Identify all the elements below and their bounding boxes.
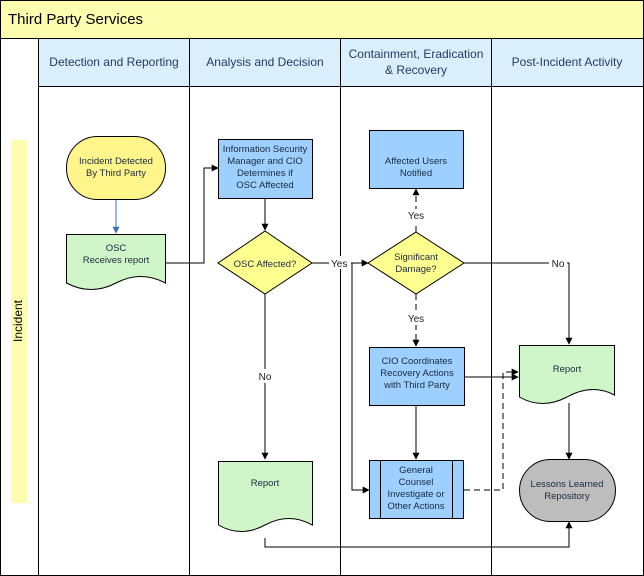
- edge-label-yes-recovery: Yes: [408, 314, 424, 325]
- diagram-title: Third Party Services: [8, 11, 143, 28]
- lane-title-detection: Detection and Reporting: [49, 55, 178, 69]
- lane-header-analysis: [189, 38, 341, 87]
- node-osc-report: [66, 234, 166, 290]
- node-report-post: [519, 345, 615, 404]
- node-iso-cio: [218, 139, 313, 199]
- node-lessons-learned: [519, 459, 616, 522]
- edge-label-bg: [405, 209, 427, 222]
- node-significant-damage: [367, 231, 465, 295]
- node-osc-affected: [217, 230, 313, 295]
- edge-label-no-damage: No: [552, 259, 565, 270]
- lane-title-post-incident: Post-Incident Activity: [512, 55, 623, 69]
- node-report-post-label: Report: [553, 364, 582, 375]
- lane-headers: Detection and Reporting Analysis and Dec…: [38, 38, 644, 87]
- node-cio-coordinates: [369, 347, 465, 406]
- node-report-analysis: [218, 461, 313, 532]
- node-report-analysis-label: Report: [251, 478, 280, 489]
- node-osc-affected-label: OSC Affected?: [234, 259, 297, 270]
- node-affected-users: [369, 130, 464, 189]
- edge-osc-to-iso: [165, 164, 219, 264]
- lane-title-analysis: Analysis and Decision: [206, 55, 323, 69]
- edge-label-bg: [256, 369, 274, 383]
- edge-analysis-report-to-lessons: [264, 521, 573, 548]
- connectors: [112, 164, 573, 548]
- edge-damage-no: [464, 262, 573, 345]
- swimlane-label-band: [11, 140, 27, 503]
- lane-title-containment: Containment, Eradication& Recovery: [349, 47, 484, 77]
- lane-header-post-incident: [491, 38, 644, 87]
- edge-label-yes-notify: Yes: [408, 211, 424, 222]
- swimlane-label: Incident: [11, 299, 25, 342]
- edge-counsel-to-report: [464, 368, 519, 491]
- edge-label-yes-osc: Yes: [331, 259, 347, 270]
- node-general-counsel: [369, 460, 464, 519]
- edge-label-bg: [329, 256, 351, 269]
- lane-header-containment: [340, 38, 492, 87]
- edge-label-bg: [549, 257, 567, 269]
- edge-label-bg: [405, 312, 427, 325]
- edge-label-no-osc: No: [259, 372, 272, 383]
- node-incident-detected: [66, 136, 166, 200]
- edge-yes-to-counsel: [351, 263, 370, 494]
- title-band: [0, 0, 644, 39]
